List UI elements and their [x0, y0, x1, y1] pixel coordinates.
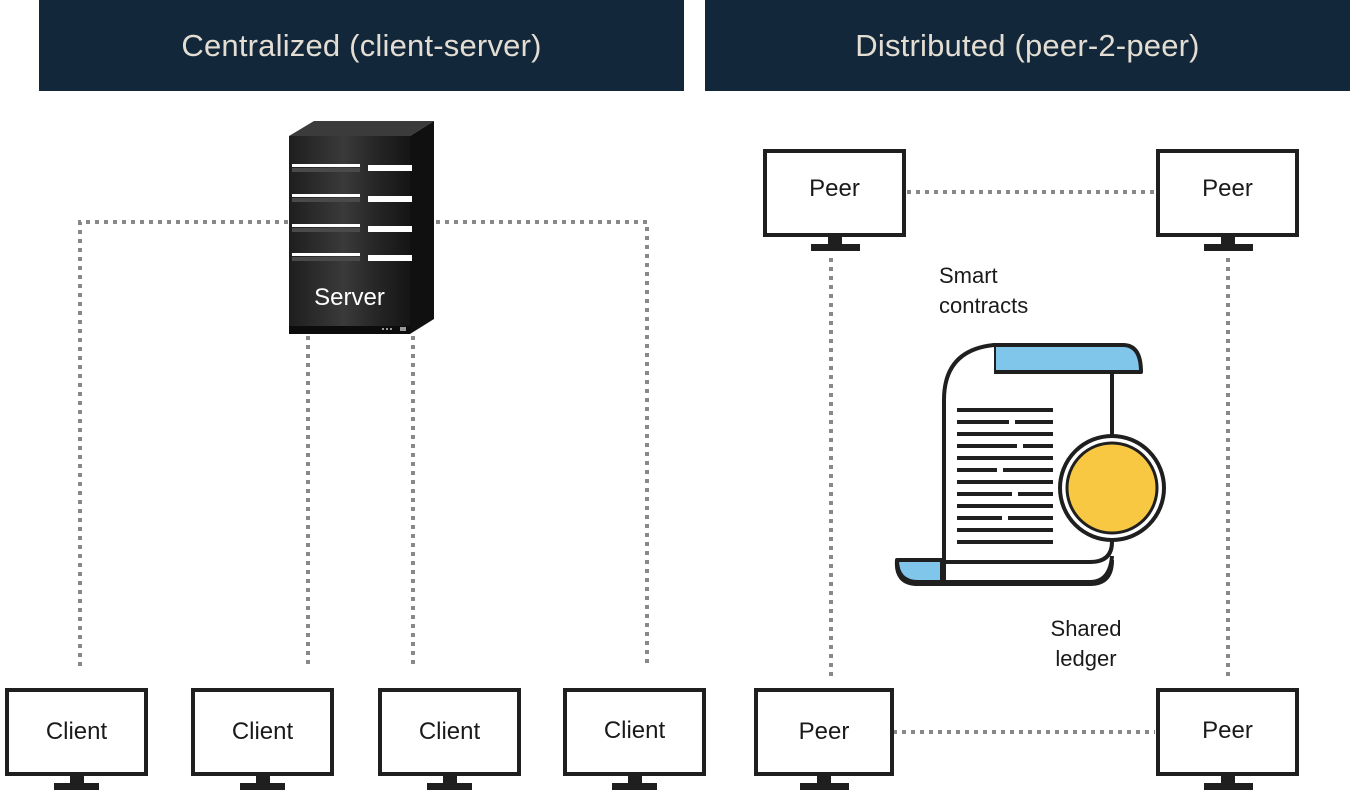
monitor-icon-peer-bottom-right — [1156, 688, 1299, 790]
shared-ledger-line-2: ledger — [1055, 646, 1117, 671]
connector-server-client-1 — [78, 220, 288, 668]
peer-label-bottom-left: Peer — [798, 718, 850, 745]
client-label-1: Client — [45, 718, 108, 745]
smart-contracts-line-1: Smart — [939, 263, 998, 288]
distributed-header: Distributed (peer-2-peer) — [705, 0, 1350, 91]
peer-connectors — [829, 190, 1230, 734]
connector-server-client-4 — [436, 220, 649, 668]
peer-label-bottom-right: Peer — [1202, 717, 1253, 744]
client-label-4: Client — [603, 717, 666, 744]
monitor-icon-client-4 — [563, 688, 706, 790]
peer-label-top-right: Peer — [1202, 175, 1253, 202]
monitor-icon-peer-bottom-left — [754, 688, 894, 790]
server-label: Server — [314, 284, 385, 311]
shared-ledger-label: Shared ledger — [1040, 614, 1132, 674]
monitor-icon-client-3 — [378, 688, 521, 790]
client-label-2: Client — [231, 718, 294, 745]
seal-icon — [1058, 434, 1166, 542]
centralized-title: Centralized (client-server) — [181, 27, 542, 63]
peer-label-top-left: Peer — [809, 175, 860, 202]
server-icon — [289, 121, 434, 334]
client-label-3: Client — [418, 718, 481, 745]
scroll-top-curl — [992, 343, 1143, 374]
monitor-icon-peer-top-left — [763, 149, 906, 251]
monitor-icon-peer-top-right — [1156, 149, 1299, 251]
shared-ledger-line-1: Shared — [1050, 616, 1122, 641]
smart-contracts-label: Smart contracts — [939, 261, 1028, 321]
centralized-header: Centralized (client-server) — [39, 0, 684, 91]
monitor-icon-client-1 — [5, 688, 148, 790]
smart-contracts-line-2: contracts — [939, 293, 1029, 318]
distributed-title: Distributed (peer-2-peer) — [855, 27, 1200, 63]
contract-text-lines — [957, 408, 1053, 544]
client-server-connectors — [78, 220, 649, 668]
monitor-icon-client-2 — [191, 688, 334, 790]
